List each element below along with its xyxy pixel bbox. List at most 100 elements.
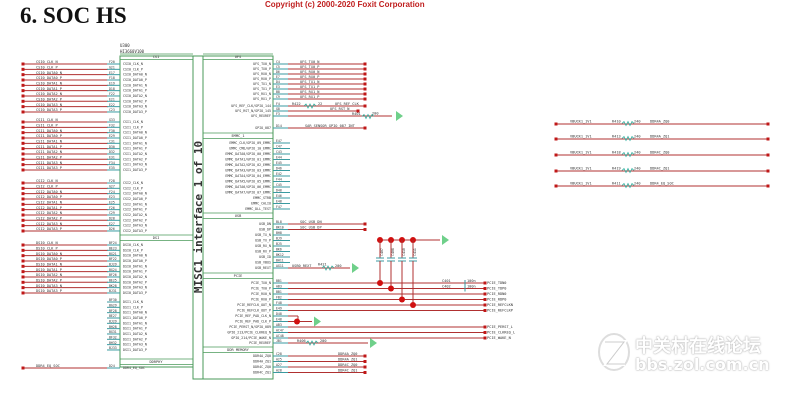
pin-number: C31 [109,140,115,144]
capacitor-ref: C408 [391,248,395,256]
pin-number: E48 [276,200,282,204]
pin-number: BE23 [109,247,117,251]
left-net-label: DSI0_DATA2_N [36,273,62,277]
pin-number: D32 [109,150,115,154]
pin-number: D24 [109,364,115,368]
pin-number: F32 [109,124,115,128]
net-terminal [21,192,25,196]
port-name: DSI1_DATA2_N [123,332,147,336]
pin-number: BH32 [109,341,117,345]
left-net-label: CSI0_CLK_P [36,66,58,70]
port-name: PCIE_REF_PAD_CLK_P [235,320,271,324]
right-net-label: UFS_TX1_P [300,85,319,89]
resistor-icon [321,265,335,271]
net-terminal [21,168,25,172]
net-terminal [21,73,25,77]
port-name: PCIE_TX0_N [251,281,271,285]
left-net-label: CSI1_DATA1_N [36,140,62,144]
left-net-label: CSI2_DATA3_N [36,222,62,226]
right-net-label: PCIE_CLKREQ_L [487,331,515,335]
left-net-label: DSI0_CLK_N [36,241,58,245]
capacitor-ref: C407 [380,248,384,256]
port-name: CSI0_DATA3_N [123,105,147,109]
left-net-label: CSI0_DATA1_N [36,82,62,86]
net-terminal [766,137,770,141]
left-net-label: DSI0_CLK_P [36,247,58,251]
pin-number: D48 [276,189,282,193]
resistor-ref: R410 [612,120,621,124]
pin-number: BJ5 [276,242,282,246]
net-terminal [363,228,367,231]
net-terminal [483,303,487,307]
net-terminal [21,254,25,258]
left-net-label: CSI2_DATA2_P [36,217,62,221]
pin-number: BF26 [109,273,117,277]
pin-number: BJ29 [109,320,117,324]
pin-number: BK10 [276,226,284,230]
left-net-label: CSI1_DATA3_P [36,166,62,170]
port-name: PCIE_REFCLK_OUT_P [237,309,271,313]
pin-number: F18 [109,76,115,80]
net-terminal [21,202,25,206]
pin-number: F44 [276,178,282,182]
port-name: UFS_REXREF [251,114,271,118]
pin-number: JB1 [276,339,282,343]
net-terminal [21,275,25,279]
watermark-url: bbs.zol.com.cn [635,355,770,374]
resistor-ref: R411 [612,182,621,186]
zq-net-label: DDR4_EQ_SOC [650,182,674,186]
pin-number: E27 [109,222,115,226]
port-name: EMMC_CMD/GPIO_10_EMMC [229,147,271,151]
resistor-value: 22 [318,102,322,106]
pin-number: A25 [276,358,282,362]
net-terminal [21,147,25,151]
port-name: CSI2_DATA2_N [123,213,147,217]
port-name: USB_TX_N [255,233,271,237]
net-terminal [363,104,367,108]
pin-number: BL8 [276,220,282,224]
pin-number: BF22 [109,257,117,261]
resistor-icon [305,340,319,346]
right-net-label: USB0_REXT [292,264,312,268]
port-name: EMMC_DATA7/GPIO_07_EMMC [225,191,271,195]
left-net-label: CSI2_CLK_P [36,185,58,189]
net-terminal [21,213,25,217]
pin-number: E47 [276,139,282,143]
net-terminal [21,248,25,252]
pin-number: D14 [276,124,282,128]
port-name: GPIO_214/PCIE_WAKE_N [231,336,271,340]
port-name: DSI0_DATA2_N [123,275,147,279]
port-name: CSI2_DATA0_N [123,192,147,196]
net-terminal [21,218,25,222]
zq-source-label: VBUCK1_1V1 [570,167,592,171]
port-name: DSI0_DATA3_P [123,291,147,295]
pin-number: BG24 [109,268,117,272]
right-net-label: DDR4C_ZQ1 [338,369,357,373]
resistor-value: 240 [634,135,641,139]
left-net-label: CSI0_DATA2_N [36,92,62,96]
port-name: CSI1_CLK_N [123,120,143,124]
port-name: CSI2_DATA0_P [123,197,147,201]
port-name: UFS_RX0_N [253,72,271,76]
net-terminal [363,360,367,363]
net-terminal [21,366,25,370]
port-name: CSI0_DATA2_P [123,99,147,103]
capacitor-ref: C411 [413,248,417,256]
pin-number: AC47 [276,329,284,333]
left-net-label: CSI1_DATA1_P [36,145,62,149]
right-net-label: UFS_RX0_P [300,75,319,79]
net-terminal [21,259,25,263]
pin-number: BJ9 [276,237,282,241]
port-name: USB_RX_P [255,250,271,254]
pin-number: BG29 [109,304,117,308]
port-name: USB_RX_N [255,244,271,248]
port-name: CSI1_DATA3_N [123,163,147,167]
pin-number: BE27 [109,314,117,318]
resistor-ref: R413 [612,135,621,139]
port-name: USB_VBUS [255,261,271,265]
net-terminal [21,152,25,156]
net-terminal [483,325,487,329]
port-name: EMMC_CALIO [251,202,271,206]
junction-dot [388,285,394,292]
port-name: EMMC_STRB [253,196,271,200]
